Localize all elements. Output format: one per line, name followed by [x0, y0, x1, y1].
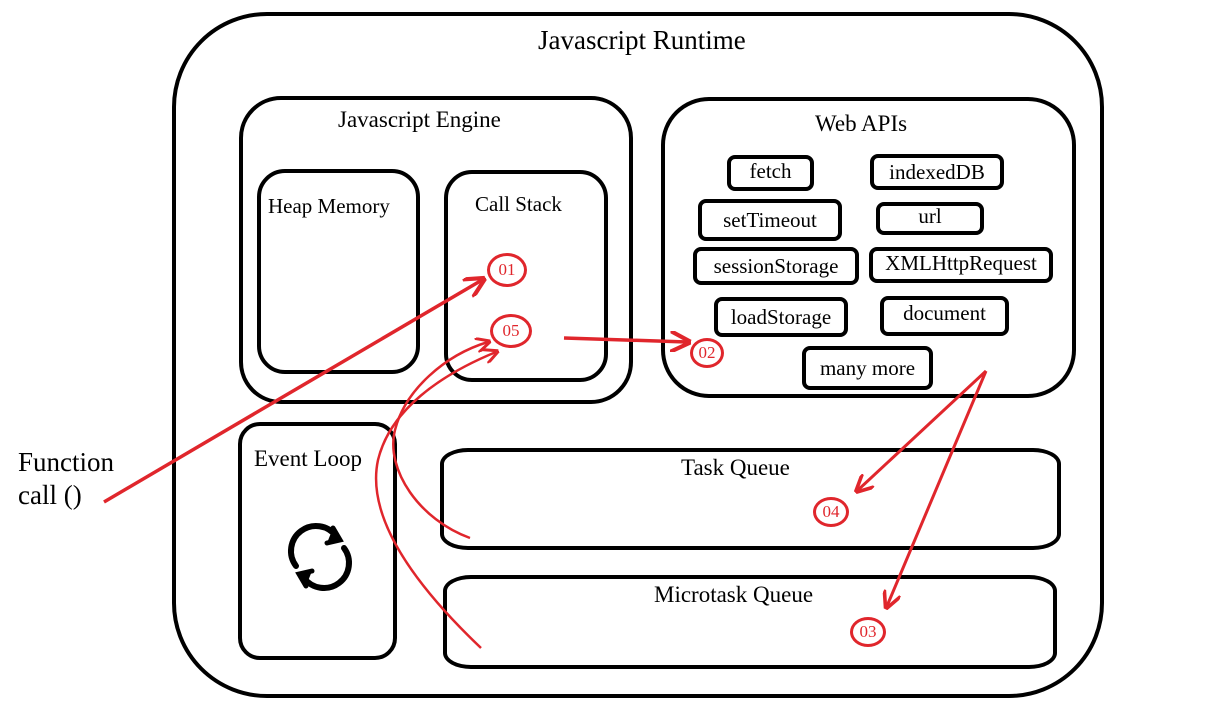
- function-call-label-line2: call (): [18, 480, 82, 510]
- api-sessionstorage: sessionStorage: [693, 247, 859, 285]
- arrow-webapis-to-task-queue: [858, 369, 988, 490]
- web-apis-title: Web APIs: [815, 111, 908, 136]
- arrow-webapis-to-microtask-queue: [887, 370, 988, 606]
- javascript-engine-box: [239, 96, 633, 404]
- refresh-cycle-icon: [288, 523, 352, 591]
- task-queue-label: Task Queue: [681, 455, 790, 480]
- web-apis-box: [661, 97, 1076, 398]
- step-badge-03: 03: [850, 617, 886, 647]
- call-stack-box: [444, 170, 608, 382]
- step-badge-04: 04: [813, 497, 849, 527]
- step-badge-05: 05: [490, 314, 532, 348]
- arrow-function-call-to-callstack: [103, 280, 482, 504]
- api-many-more: many more: [802, 346, 933, 390]
- javascript-runtime-container: [172, 12, 1104, 698]
- event-loop-label: Event Loop: [254, 446, 362, 471]
- heap-memory-box: [257, 169, 420, 374]
- function-call-label-line1: Function: [18, 447, 115, 477]
- task-queue-box: [440, 448, 1061, 550]
- api-indexeddb: indexedDB: [870, 154, 1004, 190]
- engine-title: Javascript Engine: [338, 107, 501, 132]
- step-badge-02: 02: [690, 338, 724, 368]
- api-loadstorage: loadStorage: [714, 297, 848, 337]
- call-stack-label: Call Stack: [475, 192, 562, 216]
- api-document: document: [880, 296, 1009, 336]
- arrow-microtask-queue-to-callstack: [374, 352, 496, 649]
- api-xmlhttprequest: XMLHttpRequest: [869, 247, 1053, 283]
- arrow-task-queue-to-callstack: [392, 342, 488, 540]
- arrow-callstack-to-webapis: [563, 338, 687, 342]
- api-settimeout: setTimeout: [698, 199, 842, 241]
- api-url: url: [876, 202, 984, 235]
- step-badge-01: 01: [487, 253, 527, 287]
- microtask-queue-label: Microtask Queue: [654, 582, 814, 607]
- runtime-title: Javascript Runtime: [538, 25, 746, 55]
- heap-memory-label: Heap Memory: [268, 194, 390, 218]
- microtask-queue-box: [443, 575, 1057, 669]
- api-fetch: fetch: [727, 155, 814, 191]
